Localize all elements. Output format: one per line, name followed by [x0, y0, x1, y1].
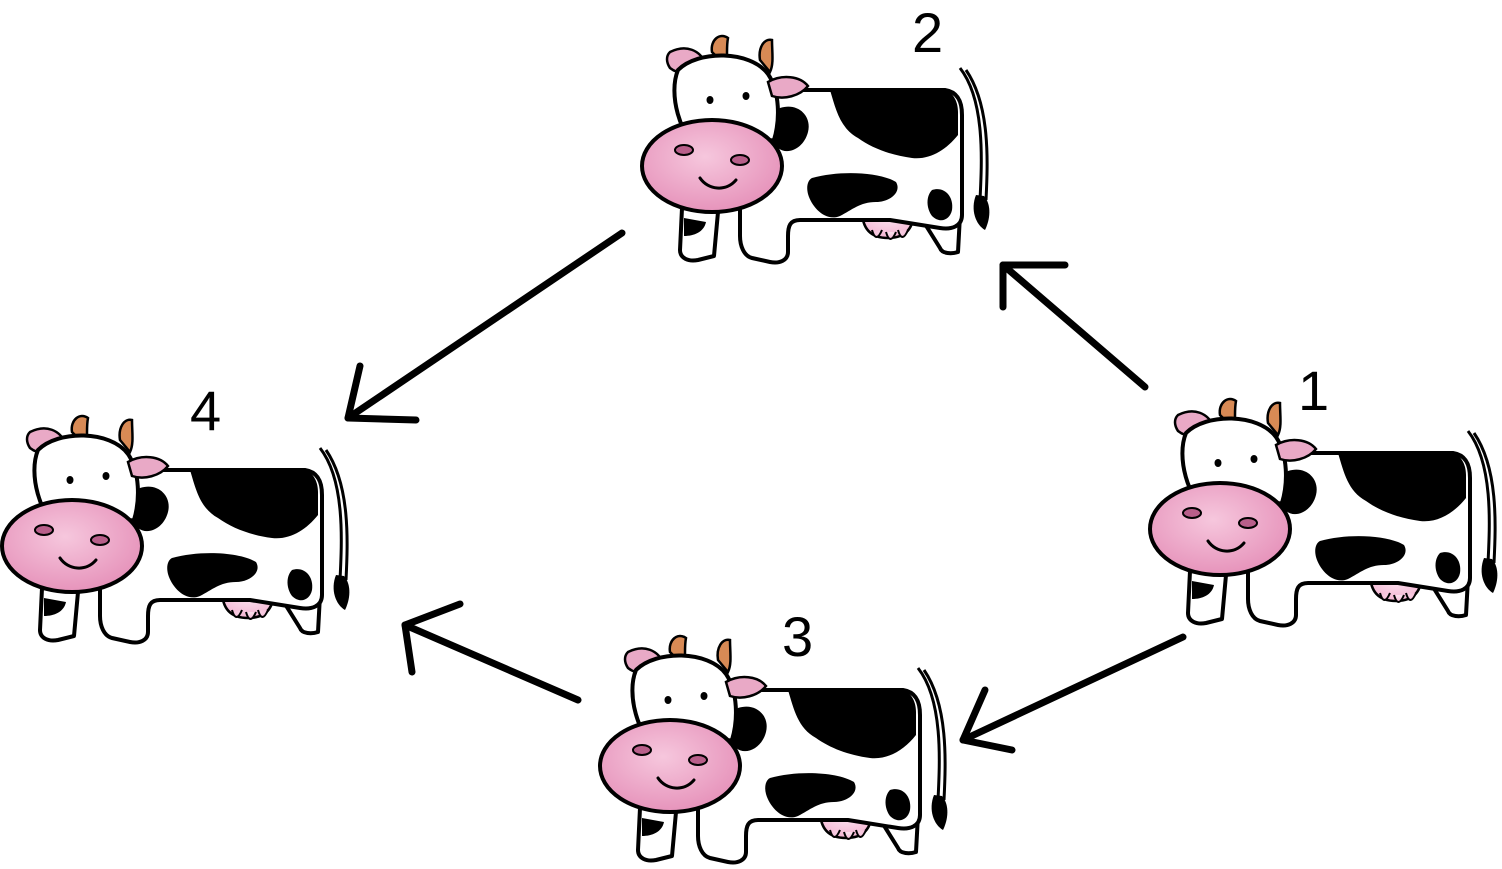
cow-icon-2 — [640, 33, 992, 265]
arrow-cow-1-to-cow-3 — [959, 633, 1187, 754]
cow-label-3: 3 — [782, 605, 813, 668]
arrow-cow-3-to-cow-4 — [401, 600, 582, 704]
cow-label-2: 2 — [912, 1, 943, 64]
cow-icon-4 — [0, 413, 352, 645]
cow-label-4: 4 — [190, 379, 221, 442]
cow-icon-3 — [598, 633, 950, 865]
arrow-cow-2-to-cow-4 — [344, 229, 626, 424]
cow-label-1: 1 — [1298, 359, 1329, 422]
cow-icon-1 — [1148, 396, 1500, 628]
arrow-cow-1-to-cow-2 — [999, 261, 1149, 391]
